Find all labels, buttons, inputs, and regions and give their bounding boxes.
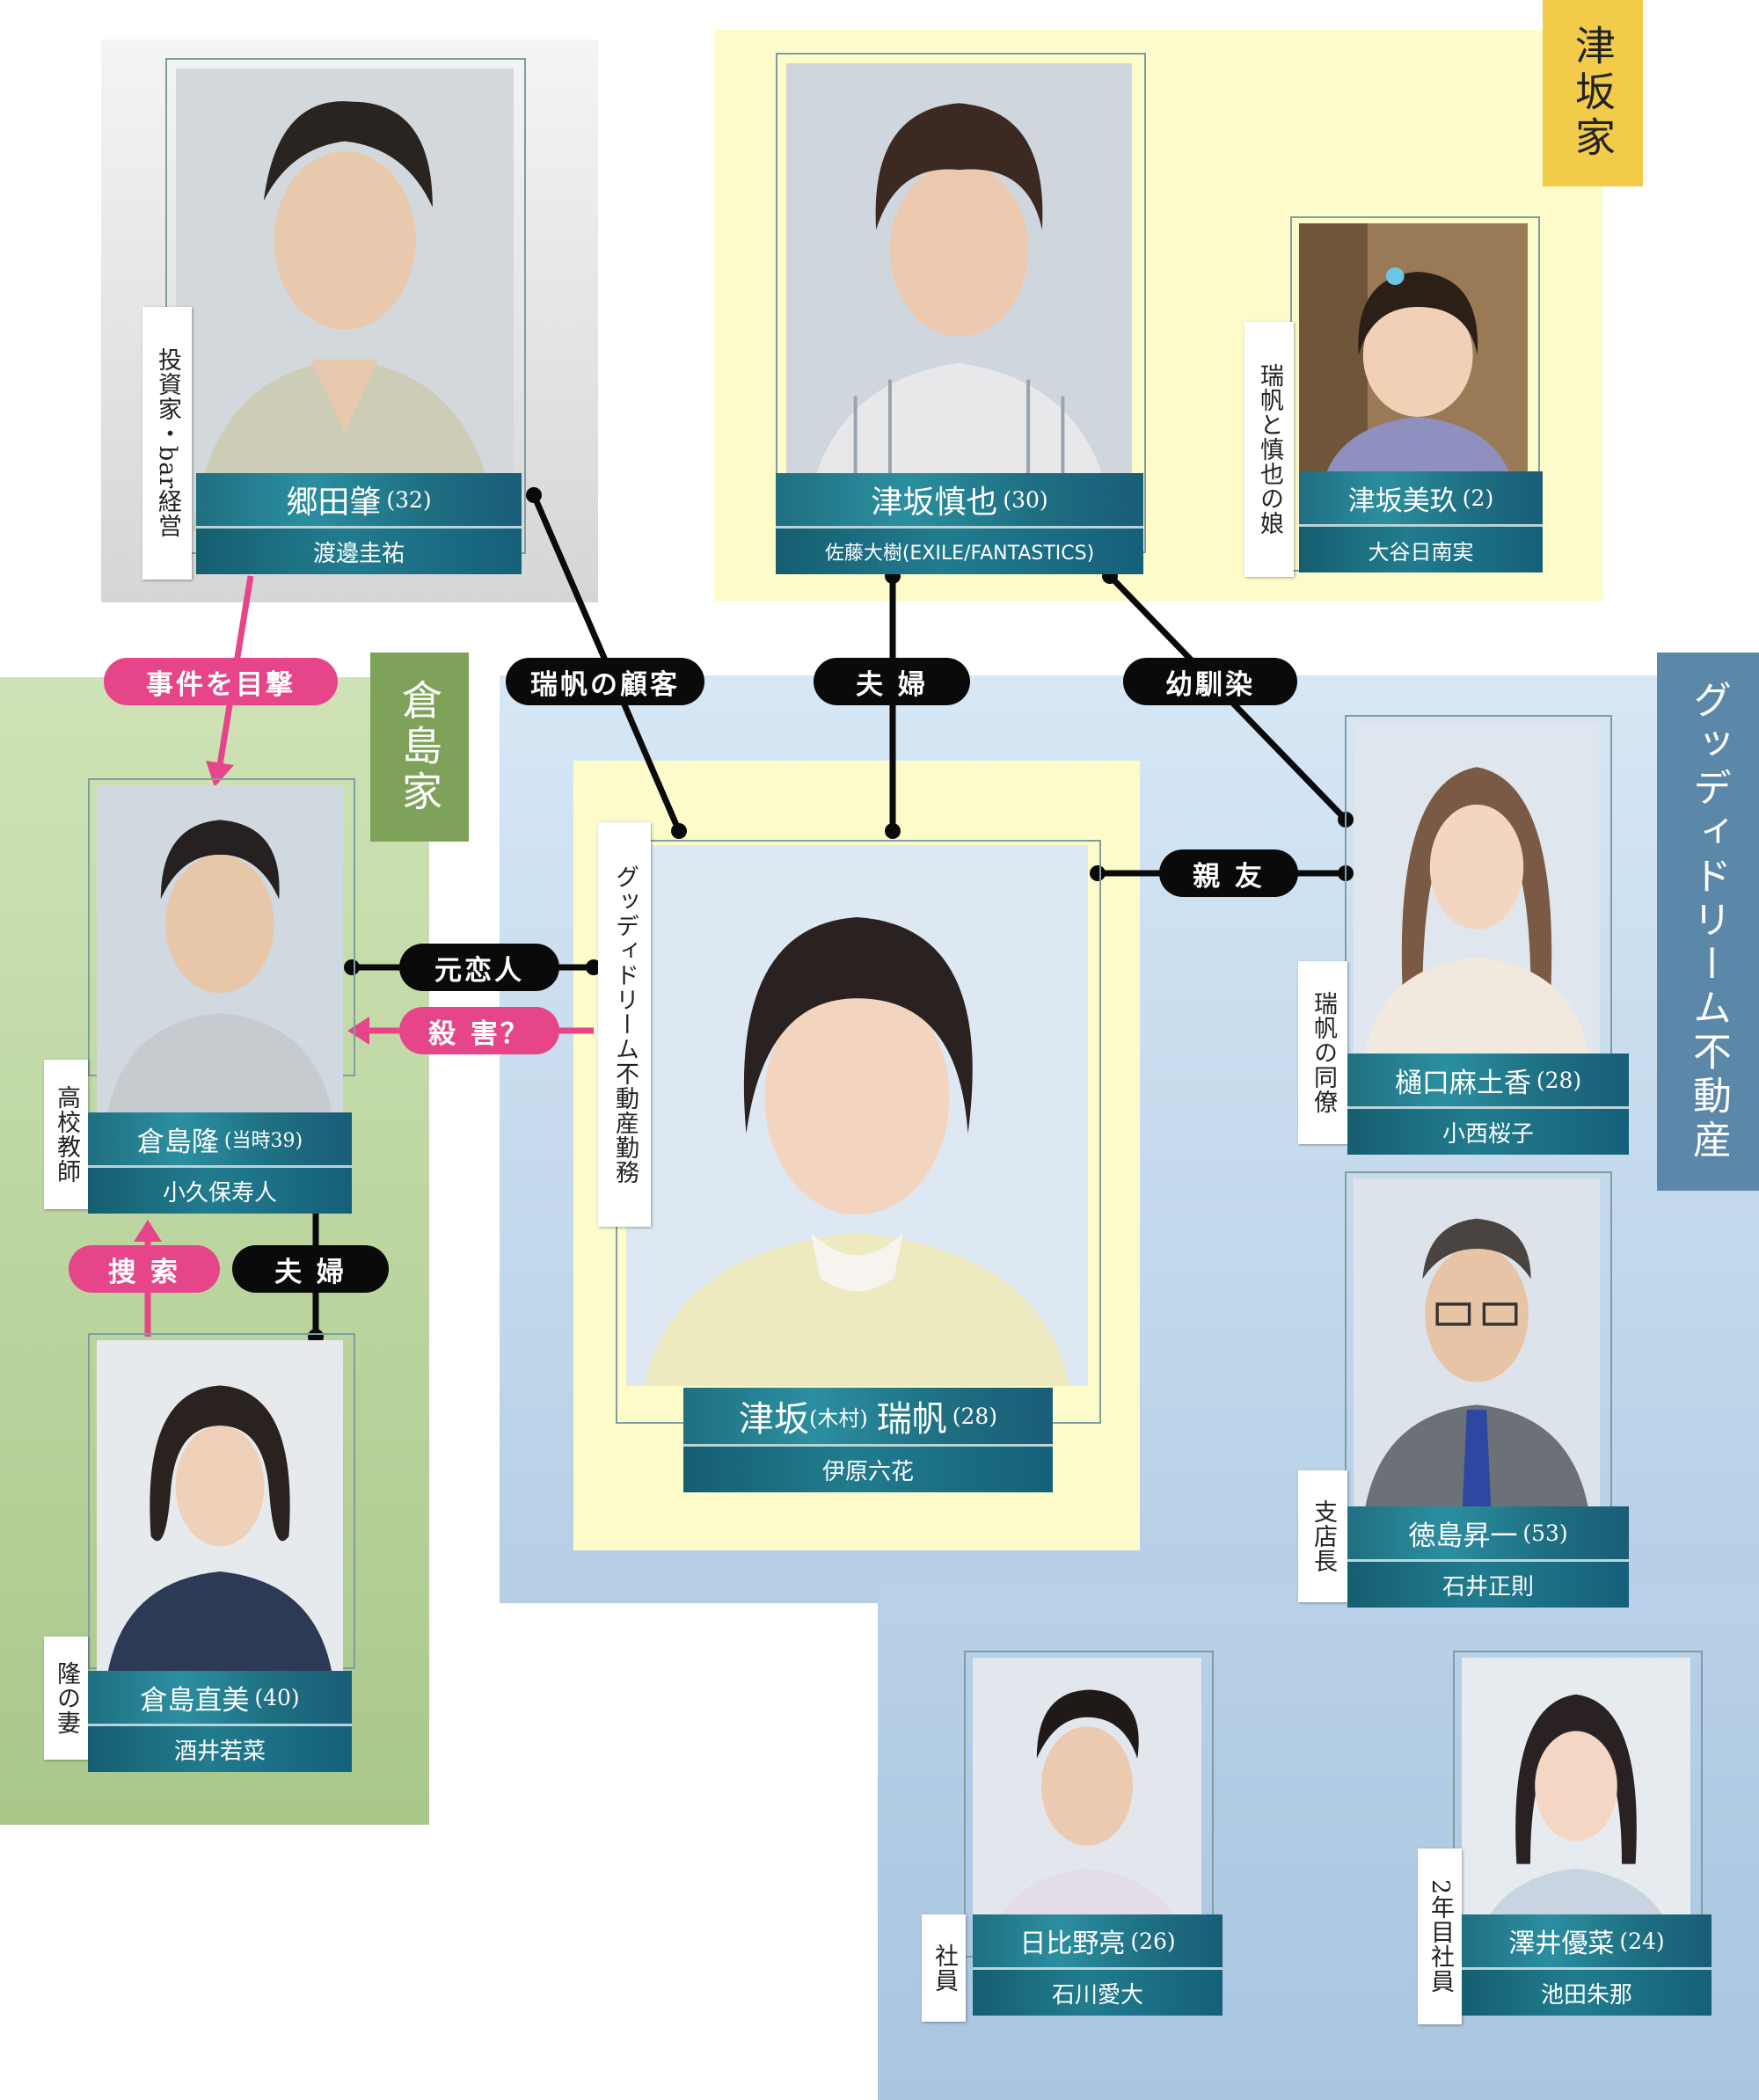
goda-photo (176, 69, 514, 531)
hibino-age: (26) (1130, 1928, 1176, 1954)
card-takashi[interactable]: 高校教師 倉島隆(当時39) 小久保寿人 (44, 778, 365, 1214)
higuchi-age: (28) (1536, 1067, 1582, 1093)
higuchi-actor: 小西桜子 (1347, 1106, 1629, 1155)
sawai-name: 澤井優菜 (1508, 1929, 1615, 1959)
mizuho-photo (626, 845, 1088, 1386)
mikyu-actor: 大谷日南実 (1299, 524, 1543, 572)
takashi-actor: 小久保寿人 (88, 1165, 352, 1214)
card-tokushima[interactable]: 支店長 徳島昇一(53) 石井正則 (1298, 1171, 1632, 1608)
mikyu-age: (2) (1462, 485, 1494, 511)
mizuho-age: (28) (952, 1403, 998, 1429)
tokushima-age: (53) (1522, 1520, 1568, 1546)
goda-age: (32) (386, 486, 432, 513)
takashi-photo (97, 785, 343, 1119)
mizuho-name-paren: (木村) (808, 1405, 868, 1431)
sawai-actor: 池田朱那 (1462, 1967, 1712, 2016)
card-mizuho[interactable]: グッディドリーム不動産勤務 津坂(木村) 瑞帆(28) 伊原六花 (598, 822, 1108, 1499)
shinya-photo (786, 63, 1132, 529)
goda-role: 投資家・bar経営 (142, 307, 192, 580)
naomi-name: 倉島直美 (140, 1684, 250, 1717)
goda-name: 郷田肇 (286, 485, 382, 521)
ex-lover-label: 元恋人 (399, 944, 559, 991)
mizuho-name: 津坂 (738, 1399, 809, 1440)
mizuho-role: グッディドリーム不動産勤務 (598, 822, 651, 1227)
higuchi-name: 樋口麻土香 (1394, 1067, 1531, 1099)
married-kurashima-label: 夫 婦 (232, 1245, 389, 1293)
card-mikyu[interactable]: 瑞帆と慎也の娘 津坂美玖(2) 大谷日南実 (1244, 216, 1544, 586)
takashi-name: 倉島隆 (136, 1126, 219, 1158)
gooddream-company-tag: グッディドリーム不動産 (1657, 653, 1759, 1191)
shinya-age: (30) (1003, 486, 1048, 513)
hibino-name: 日比野亮 (1019, 1929, 1126, 1959)
married-tsusaka-label: 夫 婦 (814, 658, 970, 705)
shinya-actor: 佐藤大樹(EXILE/FANTASTICS) (776, 526, 1143, 574)
sawai-age: (24) (1619, 1928, 1665, 1954)
shinya-name: 津坂慎也 (871, 485, 998, 521)
card-goda[interactable]: 投資家・bar経営 郷田肇(32) 渡邊圭祐 (142, 58, 526, 580)
kurashima-family-tag: 倉島家 (370, 653, 469, 842)
takashi-role: 高校教師 (44, 1060, 88, 1209)
childhood-friend-label: 幼馴染 (1123, 658, 1297, 705)
mizuho-name-given: 瑞帆 (876, 1399, 947, 1440)
card-naomi[interactable]: 隆の妻 倉島直美(40) 酒井若菜 (44, 1333, 365, 1773)
card-sawai[interactable]: 2年目社員 澤井優菜(24) 池田朱那 (1418, 1651, 1721, 2082)
best-friend-label: 親 友 (1159, 849, 1298, 897)
hibino-actor: 石川愛大 (973, 1967, 1223, 2016)
mizuho-actor: 伊原六花 (683, 1444, 1053, 1492)
search-label: 捜 索 (69, 1245, 220, 1293)
higuchi-role: 瑞帆の同僚 (1298, 961, 1347, 1144)
tokushima-photo (1354, 1178, 1600, 1518)
tokushima-role: 支店長 (1298, 1470, 1347, 1602)
mikyu-role: 瑞帆と慎也の娘 (1244, 322, 1294, 577)
naomi-photo (97, 1340, 343, 1680)
naomi-role: 隆の妻 (44, 1637, 88, 1760)
card-higuchi[interactable]: 瑞帆の同僚 樋口麻土香(28) 小西桜子 (1298, 715, 1632, 1155)
card-hibino[interactable]: 社員 日比野亮(26) 石川愛大 (922, 1651, 1225, 2082)
tokushima-actor: 石井正則 (1347, 1559, 1629, 1608)
tokushima-name: 徳島昇一 (1408, 1520, 1518, 1552)
naomi-actor: 酒井若菜 (88, 1724, 352, 1772)
mikyu-name: 津坂美玖 (1347, 485, 1457, 517)
client-label: 瑞帆の顧客 (506, 658, 704, 705)
takashi-age: (当時39) (223, 1130, 303, 1152)
card-shinya[interactable]: 津坂慎也(30) 佐藤大樹(EXILE/FANTASTICS) (776, 53, 1146, 580)
sawai-role: 2年目社員 (1418, 1848, 1462, 2024)
higuchi-photo (1354, 722, 1600, 1060)
goda-actor: 渡邊圭祐 (196, 526, 522, 574)
naomi-age: (40) (254, 1684, 300, 1710)
witness-label: 事件を目撃 (104, 658, 338, 705)
murder-label: 殺 害？ (399, 1007, 559, 1054)
tsusaka-family-tag: 津坂家 (1543, 0, 1643, 186)
mikyu-photo (1299, 223, 1528, 487)
hibino-role: 社員 (922, 1914, 966, 2022)
